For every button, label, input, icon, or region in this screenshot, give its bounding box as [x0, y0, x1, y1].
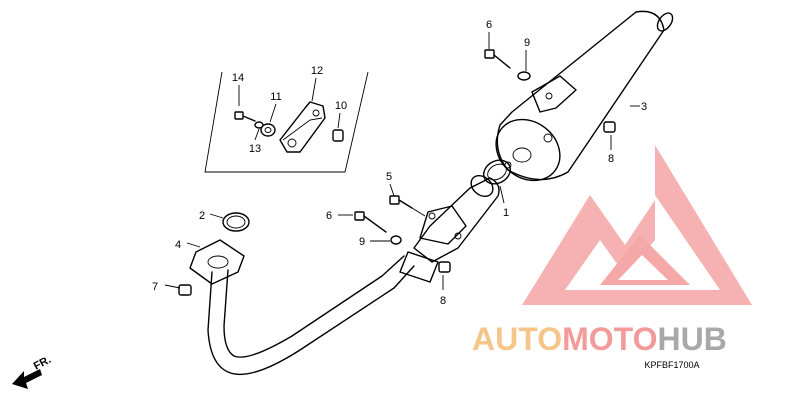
washer-part-9b [517, 71, 531, 81]
callout-12: 12 [311, 65, 323, 77]
callout-2: 2 [199, 210, 205, 222]
nut-part-7 [178, 284, 192, 296]
front-direction-label: FR. [32, 354, 53, 373]
front-direction-indicator: FR. [12, 354, 53, 389]
leader-lines [164, 32, 640, 290]
bolt-part-14 [234, 111, 256, 122]
callout-9-lower: 9 [359, 236, 365, 248]
exhaust-pipe-part [189, 239, 415, 376]
washer-part-9a [390, 235, 402, 245]
callout-3: 3 [641, 101, 647, 113]
watermark-triangle-core-hole [618, 255, 668, 280]
nut-part-8b [603, 121, 616, 133]
subassembly-frame [204, 71, 369, 173]
callout-10: 10 [335, 100, 347, 112]
callout-7: 7 [152, 281, 158, 293]
watermark-auto: AUTO [472, 321, 562, 357]
mid-pipe-part [399, 174, 500, 283]
collar-part [332, 129, 344, 142]
watermark-logo [522, 145, 752, 305]
callout-6-lower: 6 [326, 210, 332, 222]
callout-4: 4 [175, 239, 181, 251]
watermark-hub: HUB [657, 321, 726, 357]
bolt-part-6a [354, 211, 387, 233]
watermark-triangle-inner [565, 195, 720, 290]
callout-9-upper: 9 [524, 37, 530, 49]
front-arrow-icon [12, 369, 42, 389]
callout-6-upper: 6 [486, 19, 492, 31]
watermark-text: AUTOMOTOHUB [472, 321, 727, 357]
callout-8-lower: 8 [440, 295, 446, 307]
callout-1: 1 [503, 207, 509, 219]
callout-labels: 1 2 3 4 5 6 6 7 8 8 9 9 10 11 12 13 14 [152, 19, 647, 307]
washer-part-13 [254, 121, 264, 129]
gasket-part-2 [222, 212, 250, 232]
callout-13: 13 [249, 143, 261, 155]
bolt-part-6b [484, 49, 511, 69]
callout-14: 14 [232, 72, 244, 84]
heat-shield-part [279, 101, 326, 153]
diagram-code: KPFBF1700A [644, 360, 699, 370]
gasket-part-1 [482, 159, 512, 185]
grommet-part [260, 123, 276, 137]
nut-part-8a [438, 261, 451, 273]
muffler-part [495, 10, 674, 182]
callout-11: 11 [270, 91, 281, 103]
callout-8-upper: 8 [608, 153, 614, 165]
watermark-moto: MOTO [562, 321, 657, 357]
callout-5: 5 [386, 171, 392, 183]
